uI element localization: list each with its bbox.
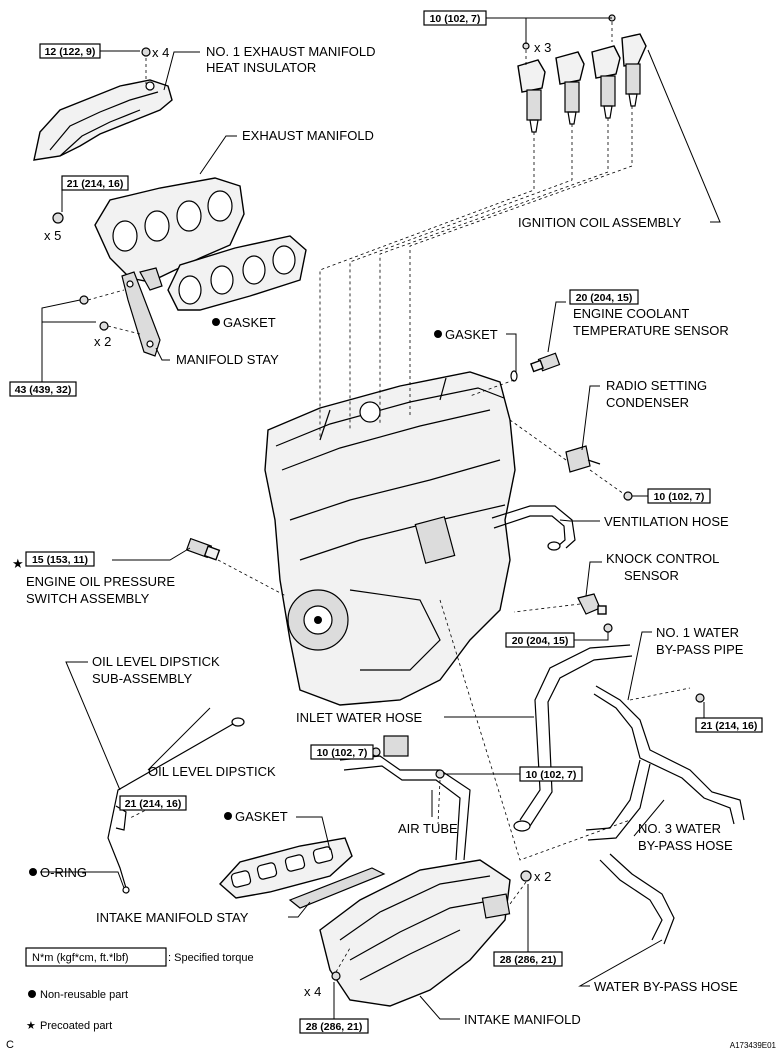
- exhaust-manifold-drawing: [94, 177, 245, 291]
- label-knock-sensor: KNOCK CONTROL: [606, 551, 719, 566]
- inlet-water-hose-drawing: [513, 644, 633, 832]
- leader-lines: [40, 49, 721, 1020]
- label-dipstick-sub: OIL LEVEL DIPSTICK: [92, 654, 220, 669]
- label-heat-insulator: NO. 1 EXHAUST MANIFOLD: [206, 44, 376, 59]
- torque-box-t8: 20 (204, 15): [505, 632, 609, 648]
- intake-stay-drawing: [288, 867, 386, 909]
- quantity-label: x 3: [534, 40, 551, 55]
- torque-box-t9: 21 (214, 16): [695, 702, 763, 733]
- legend-precoated-icon: ★: [26, 1020, 36, 1032]
- label-air-tube: AIR TUBE: [398, 821, 458, 836]
- torque-box-t1: 12 (122, 9): [39, 43, 140, 59]
- label-gasket-exhaust: GASKET: [223, 315, 276, 330]
- legend-non-reusable-icon: [28, 990, 36, 998]
- label-ignition-coil: IGNITION COIL ASSEMBLY: [518, 215, 682, 230]
- manifold-stay-drawing: [121, 271, 161, 357]
- torque-box-t5: 20 (204, 15): [569, 289, 639, 305]
- exhaust-gasket-drawing: [167, 235, 307, 311]
- intake-manifold-drawing: [319, 859, 511, 1007]
- torque-value: 20 (204, 15): [576, 292, 633, 304]
- torque-box-t4: 43 (439, 32): [9, 381, 77, 397]
- legend: N*m (kgf*cm, ft.*lbf) : Specified torque…: [25, 947, 254, 1032]
- torque-value: 28 (286, 21): [306, 1021, 363, 1033]
- torque-box-t3: 21 (214, 16): [61, 175, 129, 191]
- corner-left: C: [6, 1039, 14, 1051]
- non-reusable-marker: [29, 868, 37, 876]
- label-oil-dipstick: OIL LEVEL DIPSTICK: [148, 764, 276, 779]
- radio-condenser-drawing: [565, 445, 601, 473]
- oil-pressure-switch-drawing: [185, 537, 221, 561]
- label-water-bypass-pipe: NO. 1 WATER: [656, 625, 739, 640]
- label-gasket-ect: GASKET: [445, 327, 498, 342]
- torque-box-t2: 10 (102, 7): [423, 10, 612, 44]
- ignition-coils-drawing: [517, 33, 647, 133]
- torque-value: 28 (286, 21): [500, 954, 557, 966]
- label-radio-condenser: RADIO SETTING: [606, 378, 707, 393]
- label-gasket-intake: GASKET: [235, 809, 288, 824]
- torque-value: 10 (102, 7): [430, 13, 481, 25]
- alignment-lines: [87, 22, 691, 973]
- torque-value: 21 (214, 16): [67, 178, 124, 190]
- torque-box-t7: 15 (153, 11): [25, 551, 95, 567]
- label-knock-sensor-line2: SENSOR: [624, 568, 679, 583]
- heat-insulator-drawing: [33, 79, 173, 161]
- label-manifold-stay: MANIFOLD STAY: [176, 352, 279, 367]
- quantity-label: x 5: [44, 228, 61, 243]
- label-intake-stay: INTAKE MANIFOLD STAY: [96, 910, 249, 925]
- water-bypass-pipe-drawing: [585, 685, 745, 841]
- water-bypass-hose-drawing: [599, 853, 675, 945]
- torque-box-t6: 10 (102, 7): [632, 488, 711, 504]
- label-water-bypass-pipe-line2: BY-PASS PIPE: [656, 642, 744, 657]
- intake-gasket-drawing: [219, 837, 353, 899]
- legend-torque-units: N*m (kgf*cm, ft.*lbf): [32, 952, 129, 964]
- engine-block-drawing: [264, 371, 516, 706]
- label-intake-manifold: INTAKE MANIFOLD: [464, 1012, 581, 1027]
- quantity-label: x 4: [304, 984, 321, 999]
- torque-box-t13: 28 (286, 21): [493, 884, 563, 967]
- legend-precoated: Precoated part: [40, 1020, 112, 1032]
- label-heat-insulator-line2: HEAT INSULATOR: [206, 60, 316, 75]
- non-reusable-marker: [224, 812, 232, 820]
- label-inlet-water-hose: INLET WATER HOSE: [296, 710, 422, 725]
- torque-value: 10 (102, 7): [317, 747, 368, 759]
- torque-box-t10: 10 (102, 7): [310, 744, 374, 760]
- label-ventilation-hose: VENTILATION HOSE: [604, 514, 729, 529]
- knock-sensor-drawing: [577, 593, 607, 615]
- label-ect-sensor-line2: TEMPERATURE SENSOR: [573, 323, 729, 338]
- label-ect-sensor: ENGINE COOLANT: [573, 306, 689, 321]
- ect-sensor-drawing: [510, 352, 561, 382]
- torque-value: 15 (153, 11): [32, 554, 88, 566]
- legend-torque-desc: : Specified torque: [168, 952, 254, 964]
- legend-non-reusable: Non-reusable part: [40, 989, 128, 1001]
- torque-value: 21 (214, 16): [701, 720, 758, 732]
- label-water-bypass-hose-3: NO. 3 WATER: [638, 821, 721, 836]
- label-water-bypass-hose: WATER BY-PASS HOSE: [594, 979, 738, 994]
- torque-box-t14: 28 (286, 21): [299, 982, 369, 1034]
- torque-box-t12: 21 (214, 16): [119, 795, 187, 811]
- torque-value: 10 (102, 7): [654, 491, 705, 503]
- label-dipstick-sub-line2: SUB-ASSEMBLY: [92, 671, 193, 686]
- precoated-marker: ★: [12, 556, 24, 571]
- quantity-label: x 2: [94, 334, 111, 349]
- torque-value: 10 (102, 7): [526, 769, 577, 781]
- label-exhaust-manifold: EXHAUST MANIFOLD: [242, 128, 374, 143]
- label-oil-pressure-switch-line2: SWITCH ASSEMBLY: [26, 591, 150, 606]
- quantity-label: x 4: [152, 45, 169, 60]
- ventilation-hose-drawing: [491, 505, 576, 551]
- label-water-bypass-hose-3-line2: BY-PASS HOSE: [638, 838, 733, 853]
- label-o-ring: O-RING: [40, 865, 87, 880]
- label-radio-condenser-line2: CONDENSER: [606, 395, 689, 410]
- torque-value: 43 (439, 32): [15, 384, 72, 396]
- torque-box-t11: 10 (102, 7): [519, 766, 583, 782]
- corner-right: A173439E01: [730, 1041, 777, 1050]
- non-reusable-marker: [434, 330, 442, 338]
- quantity-label: x 2: [534, 869, 551, 884]
- label-oil-pressure-switch: ENGINE OIL PRESSURE: [26, 574, 175, 589]
- non-reusable-marker: [212, 318, 220, 326]
- torque-value: 20 (204, 15): [512, 635, 569, 647]
- torque-value: 21 (214, 16): [125, 798, 182, 810]
- torque-value: 12 (122, 9): [45, 46, 96, 58]
